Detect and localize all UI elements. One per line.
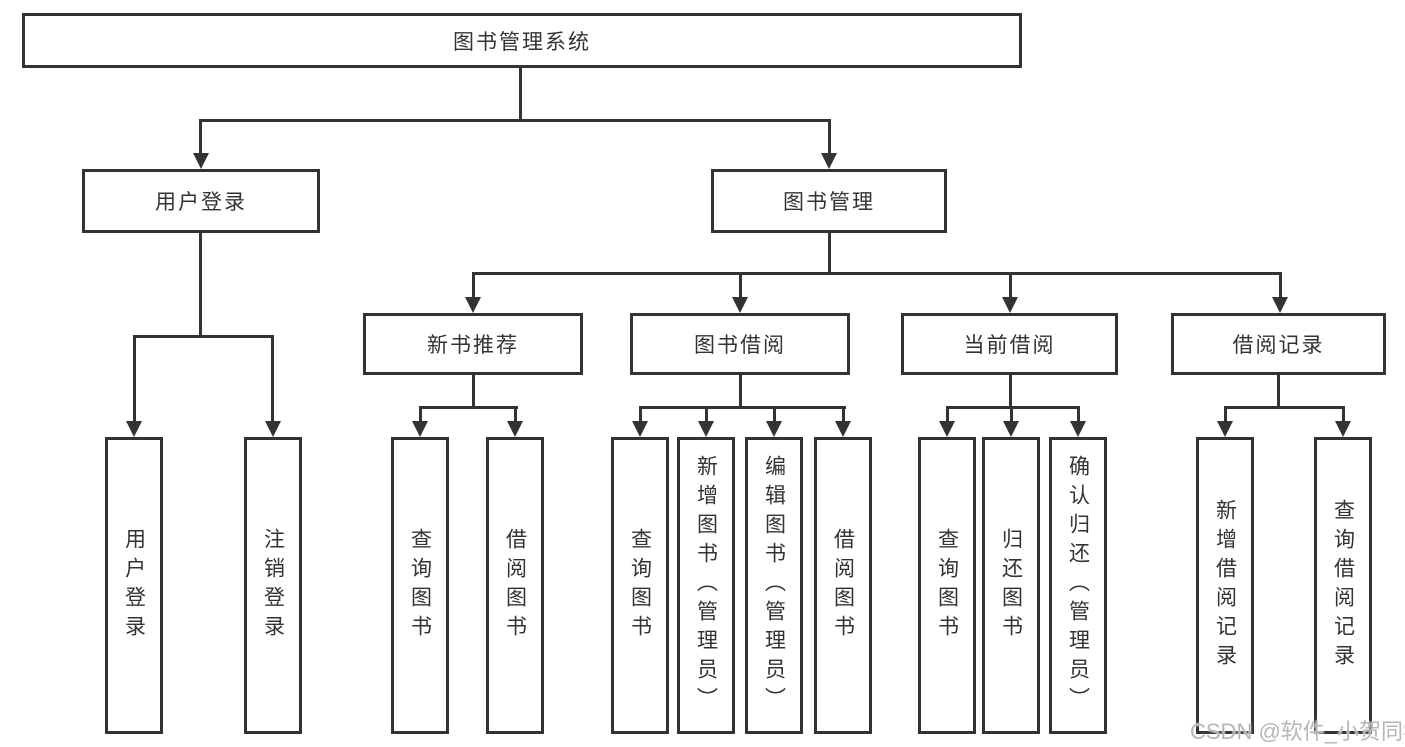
leaf-return-books: 归还图书: [982, 437, 1040, 734]
node-label: 借阅记录: [1232, 334, 1325, 357]
node-label: 归还图书: [999, 527, 1023, 644]
leaf-query-books-current: 查询图书: [918, 437, 976, 734]
leaf-query-borrow-record: 查询借阅记录: [1314, 437, 1372, 734]
leaf-user-login: 用户登录: [105, 437, 163, 734]
connector-line: [472, 272, 1282, 275]
connector-line: [739, 272, 742, 299]
arrowhead-down-icon: [698, 421, 714, 437]
node-label: 图书借阅: [694, 334, 786, 357]
node-label: 查询图书: [628, 527, 652, 644]
node-label: 图书管理系统: [453, 30, 591, 54]
leaf-confirm-return-admin: 确认归还（管理员）: [1049, 437, 1107, 734]
arrowhead-down-icon: [1070, 421, 1086, 437]
connector-line: [1224, 406, 1345, 409]
node-new-book-recommend: 新书推荐: [363, 313, 583, 375]
node-user-login: 用户登录: [82, 169, 320, 233]
leaf-borrow-books: 借阅图书: [814, 437, 872, 734]
leaf-logout: 注销登录: [244, 437, 302, 734]
connector-line: [199, 233, 202, 335]
node-root-system: 图书管理系统: [22, 13, 1022, 68]
node-current-borrowing: 当前借阅: [901, 313, 1118, 375]
arrowhead-down-icon: [732, 297, 748, 313]
leaf-query-books-recommend: 查询图书: [391, 437, 449, 734]
node-label: 图书管理: [783, 191, 875, 214]
node-label: 借阅图书: [831, 527, 855, 644]
connector-line: [946, 406, 949, 423]
connector-line: [1277, 375, 1280, 408]
connector-line: [133, 335, 136, 423]
node-label: 借阅图书: [503, 527, 527, 644]
connector-line: [1009, 272, 1012, 299]
arrowhead-down-icon: [507, 421, 523, 437]
node-label: 注销登录: [261, 527, 285, 644]
csdn-watermark: CSDN @软件_小贺同学: [1190, 719, 1405, 744]
node-label: 新增图书（管理员）: [694, 455, 718, 716]
node-label: 查询图书: [408, 527, 432, 644]
node-label: 新增借阅记录: [1213, 498, 1237, 673]
node-borrowing-records: 借阅记录: [1171, 313, 1386, 375]
arrowhead-down-icon: [412, 421, 428, 437]
connector-line: [1010, 406, 1013, 423]
node-label: 用户登录: [122, 527, 146, 644]
connector-line: [739, 375, 742, 408]
arrowhead-down-icon: [835, 421, 851, 437]
connector-line: [1224, 406, 1227, 423]
connector-line: [828, 119, 831, 155]
arrowhead-down-icon: [1217, 421, 1233, 437]
connector-line: [1342, 406, 1345, 423]
connector-line: [472, 375, 475, 408]
connector-line: [946, 406, 1080, 409]
connector-line: [271, 335, 274, 423]
connector-line: [199, 119, 202, 155]
arrowhead-down-icon: [939, 421, 955, 437]
arrowhead-down-icon: [632, 421, 648, 437]
node-book-management: 图书管理: [711, 169, 947, 233]
connector-line: [842, 406, 845, 423]
leaf-edit-books-admin: 编辑图书（管理员）: [745, 437, 803, 734]
leaf-add-books-admin: 新增图书（管理员）: [677, 437, 735, 734]
node-label: 查询借阅记录: [1331, 498, 1355, 673]
connector-line: [519, 68, 522, 121]
arrowhead-down-icon: [766, 421, 782, 437]
arrowhead-down-icon: [126, 421, 142, 437]
connector-line: [472, 272, 475, 299]
arrowhead-down-icon: [265, 421, 281, 437]
arrowhead-down-icon: [193, 153, 209, 169]
connector-line: [199, 119, 831, 122]
connector-line: [773, 406, 776, 423]
node-label: 确认归还（管理员）: [1066, 455, 1090, 716]
connector-line: [639, 406, 846, 409]
arrowhead-down-icon: [1272, 297, 1288, 313]
connector-line: [514, 406, 517, 423]
node-label: 查询图书: [935, 527, 959, 644]
node-book-borrowing: 图书借阅: [630, 313, 850, 375]
node-label: 用户登录: [155, 191, 247, 214]
connector-line: [419, 406, 422, 423]
connector-line: [828, 233, 831, 274]
connector-line: [133, 335, 274, 338]
node-label: 新书推荐: [427, 334, 519, 357]
connector-line: [1279, 272, 1282, 299]
arrowhead-down-icon: [821, 153, 837, 169]
connector-line: [1077, 406, 1080, 423]
arrowhead-down-icon: [465, 297, 481, 313]
arrowhead-down-icon: [1002, 297, 1018, 313]
connector-line: [639, 406, 642, 423]
connector-line: [1009, 375, 1012, 408]
leaf-query-books-borrowing: 查询图书: [611, 437, 669, 734]
leaf-borrow-books-recommend: 借阅图书: [486, 437, 544, 734]
node-label: 编辑图书（管理员）: [762, 455, 786, 716]
connector-line: [705, 406, 708, 423]
arrowhead-down-icon: [1003, 421, 1019, 437]
arrowhead-down-icon: [1335, 421, 1351, 437]
leaf-add-borrow-record: 新增借阅记录: [1196, 437, 1254, 734]
node-label: 当前借阅: [963, 334, 1056, 357]
connector-line: [419, 406, 518, 409]
